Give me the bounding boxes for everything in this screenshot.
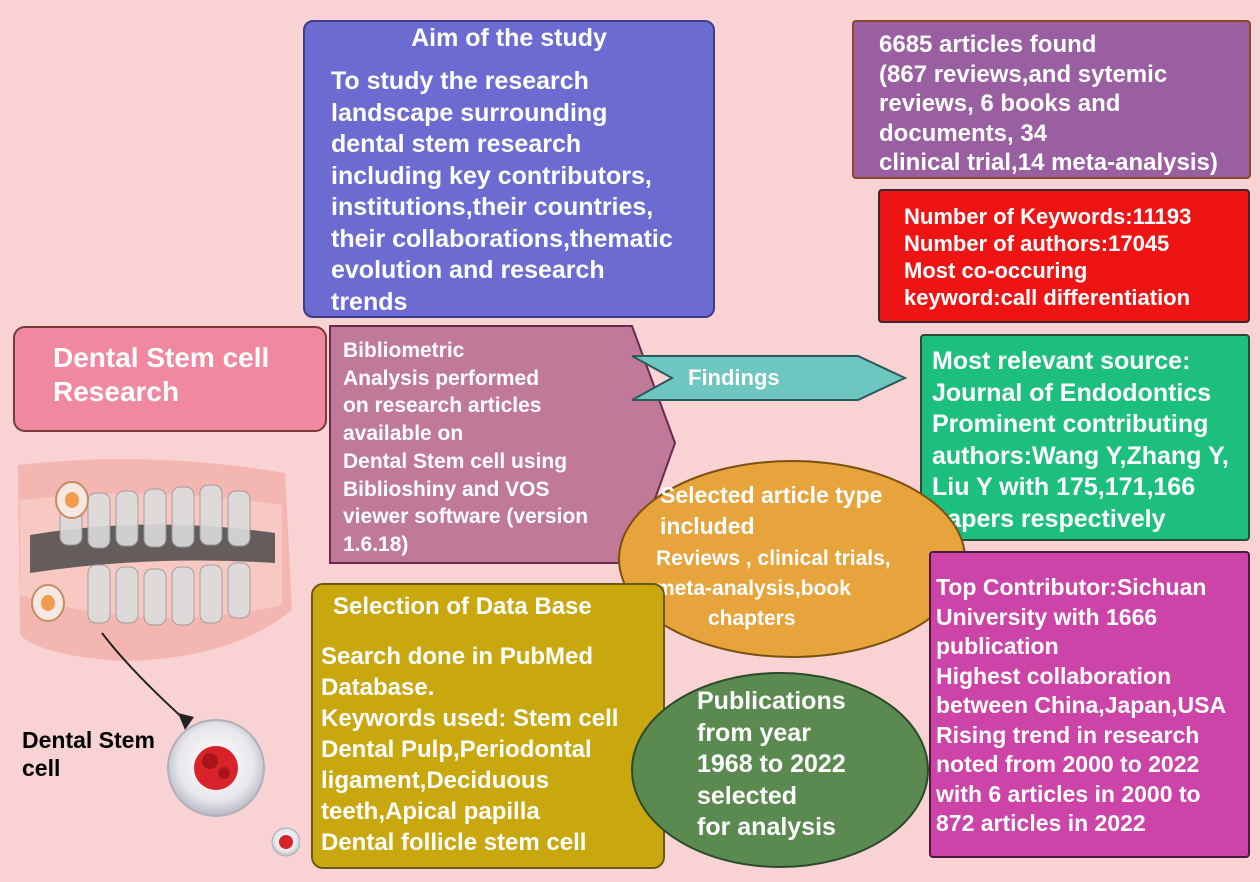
keywords-stats-box: Number of Keywords:11193 Number of autho…	[878, 189, 1250, 323]
aim-of-study-box: Aim of the study To study the research l…	[303, 20, 715, 318]
selected-article-line4: meta-analysis,book	[656, 577, 851, 600]
bibliometric-analysis-text: Bibliometric Analysis performed on resea…	[343, 339, 589, 556]
selection-database-body: Search done in PubMed Database. Keywords…	[321, 643, 619, 856]
aim-title: Aim of the study	[411, 24, 607, 52]
selected-article-text: Selected article type included Reviews ,…	[656, 480, 891, 634]
relevant-source-box: Most relevant source: Journal of Endodon…	[920, 334, 1250, 541]
top-contributor-text: Top Contributor:Sichuan University with …	[936, 574, 1227, 836]
dental-stem-cell-research-box: Dental Stem cell Research	[13, 326, 327, 432]
publications-ellipse	[631, 672, 929, 868]
keywords-stats-text: Number of Keywords:11193 Number of autho…	[904, 204, 1192, 310]
dental-stem-cell-research-title: Dental Stem cell Research	[53, 342, 270, 407]
selection-database-title: Selection of Data Base	[333, 593, 592, 620]
articles-found-box: 6685 articles found (867 reviews,and syt…	[852, 20, 1251, 179]
relevant-source-text: Most relevant source: Journal of Endodon…	[932, 347, 1229, 533]
findings-arrow	[631, 355, 908, 401]
publications-text: Publications from year 1968 to 2022 sele…	[697, 687, 846, 841]
selection-database-box: Selection of Data Base Search done in Pu…	[311, 583, 665, 869]
teeth-illustration	[18, 459, 300, 857]
selected-article-line5: chapters	[708, 607, 796, 630]
selected-article-line1: Selected article type	[660, 482, 883, 508]
findings-label: Findings	[688, 365, 780, 390]
top-contributor-box: Top Contributor:Sichuan University with …	[929, 551, 1250, 858]
selected-article-line2: included	[660, 513, 755, 539]
dental-stem-cell-label: Dental Stem cell	[22, 727, 155, 781]
aim-body: To study the research landscape surround…	[331, 67, 673, 316]
selected-article-line3: Reviews , clinical trials,	[656, 547, 891, 570]
articles-found-text: 6685 articles found (867 reviews,and syt…	[879, 31, 1218, 176]
